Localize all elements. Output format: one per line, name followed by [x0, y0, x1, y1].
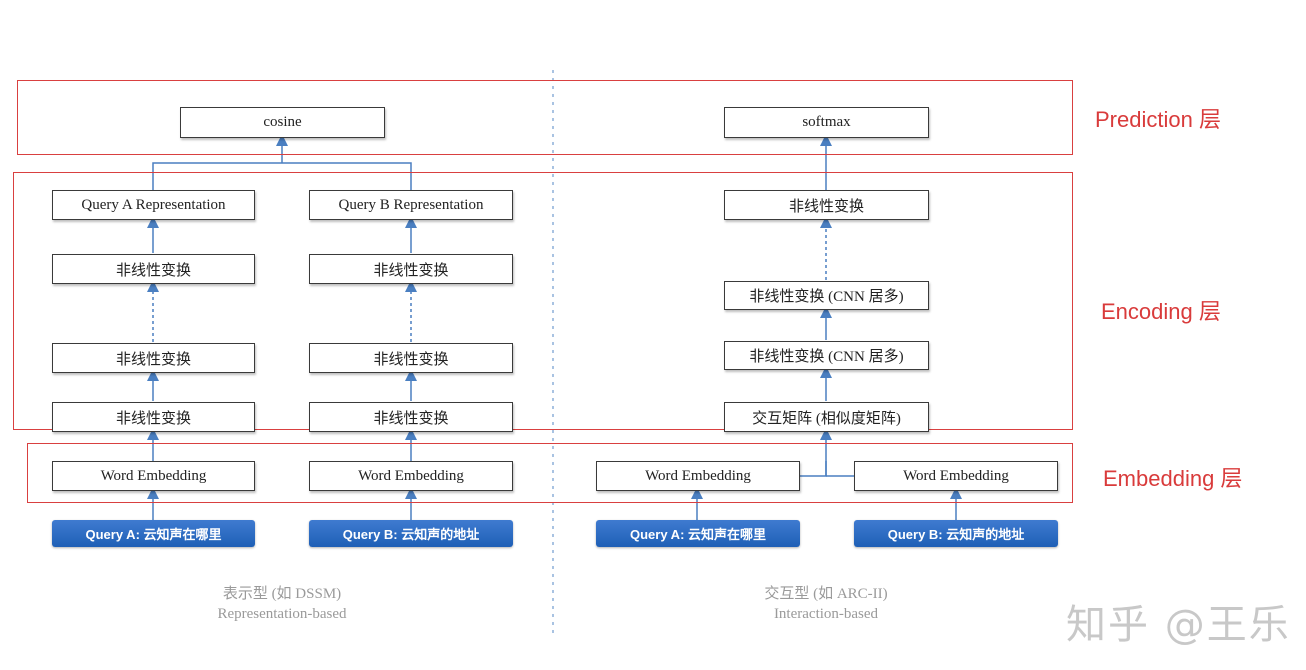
right-query-b-button[interactable]: Query B: 云知声的地址: [854, 520, 1058, 547]
prediction-layer-label: Prediction 层: [1095, 107, 1221, 132]
embedding-layer-label: Embedding 层: [1103, 466, 1243, 491]
left-b-nonlinear-box-3: 非线性变换: [309, 254, 513, 284]
left-query-a-button[interactable]: Query A: 云知声在哪里: [52, 520, 255, 547]
left-query-b-button[interactable]: Query B: 云知声的地址: [309, 520, 513, 547]
right-caption-en: Interaction-based: [773, 606, 879, 622]
right-cnn-box-2: 非线性变换 (CNN 居多): [724, 281, 929, 310]
softmax-box: softmax: [724, 107, 929, 138]
watermark: 知乎 @王乐: [1066, 602, 1291, 648]
encoding-layer-label: Encoding 层: [1101, 299, 1221, 324]
interaction-matrix-box: 交互矩阵 (相似度矩阵): [724, 402, 929, 432]
left-a-word-embedding-box: Word Embedding: [52, 461, 255, 491]
left-b-nonlinear-box-1: 非线性变换: [309, 402, 513, 432]
left-caption-cn: 表示型 (如 DSSM): [222, 586, 342, 602]
right-nonlinear-box: 非线性变换: [724, 190, 929, 220]
right-a-word-embedding-box: Word Embedding: [596, 461, 800, 491]
left-b-word-embedding-box: Word Embedding: [309, 461, 513, 491]
embedding-region: [27, 443, 1073, 503]
left-caption-en: Representation-based: [217, 606, 347, 622]
encoding-region: [13, 172, 1073, 430]
left-a-nonlinear-box-2: 非线性变换: [52, 343, 255, 373]
query-b-representation-box: Query B Representation: [309, 190, 513, 220]
right-caption-cn: 交互型 (如 ARC-II): [764, 586, 888, 602]
right-caption: 交互型 (如 ARC-II) Interaction-based: [706, 584, 946, 624]
right-cnn-box-1: 非线性变换 (CNN 居多): [724, 341, 929, 370]
cosine-box: cosine: [180, 107, 385, 138]
left-b-nonlinear-box-2: 非线性变换: [309, 343, 513, 373]
right-query-a-button[interactable]: Query A: 云知声在哪里: [596, 520, 800, 547]
query-a-representation-box: Query A Representation: [52, 190, 255, 220]
right-b-word-embedding-box: Word Embedding: [854, 461, 1058, 491]
prediction-region: [17, 80, 1073, 155]
left-caption: 表示型 (如 DSSM) Representation-based: [162, 584, 402, 624]
left-a-nonlinear-box-3: 非线性变换: [52, 254, 255, 284]
left-a-nonlinear-box-1: 非线性变换: [52, 402, 255, 432]
